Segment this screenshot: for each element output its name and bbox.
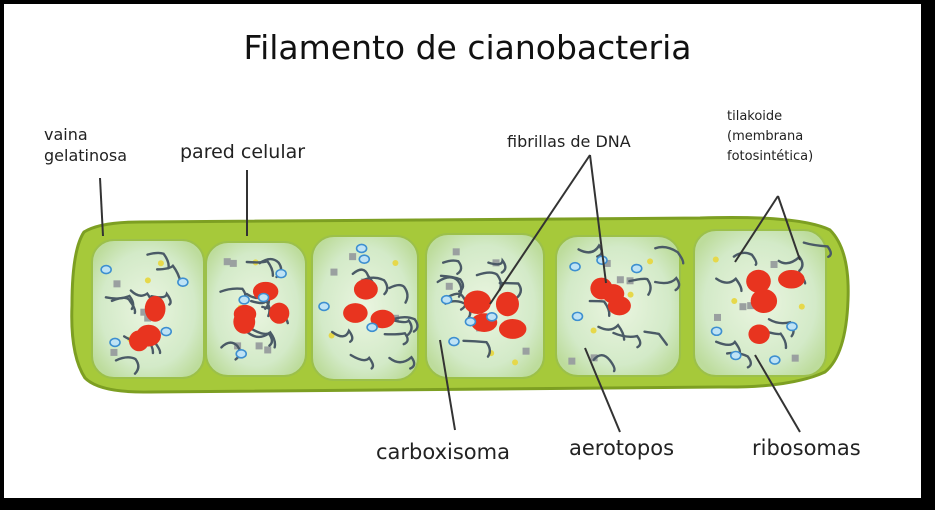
carboxysome [628, 292, 634, 298]
ribosome [349, 253, 356, 260]
aerotope [357, 244, 367, 252]
cell [206, 242, 306, 376]
ribosome [568, 358, 575, 365]
aerotope [572, 312, 582, 320]
aerotope [770, 356, 780, 364]
dna-granule [748, 325, 769, 344]
ribosome [230, 260, 237, 267]
aerotope [442, 296, 452, 304]
aerotope [101, 266, 111, 274]
ribosome [771, 261, 778, 268]
carboxysome [591, 327, 597, 333]
dna-granule [590, 278, 612, 300]
dna-granule [751, 289, 777, 313]
ribosome [523, 348, 530, 355]
ribosome [224, 258, 231, 265]
cell [694, 230, 831, 376]
ribosome [453, 248, 460, 255]
aerotope [731, 351, 741, 359]
aerotope [178, 278, 188, 286]
carboxysome [647, 258, 653, 264]
dna-granule [499, 319, 526, 339]
cell [312, 236, 418, 380]
label-vaina-gelatinosa: vaina gelatinosa [44, 124, 127, 166]
ribosome [110, 349, 117, 356]
aerotope [359, 255, 369, 263]
ribosome [264, 346, 271, 353]
aerotope [259, 293, 269, 301]
dna-granule [778, 270, 805, 289]
aerotope [787, 322, 797, 330]
ribosome [617, 276, 624, 283]
label-vaina-line2: gelatinosa [44, 145, 127, 166]
aerotope [487, 313, 497, 321]
ribosome [792, 355, 799, 362]
dna-granule [269, 303, 289, 324]
aerotope [632, 265, 642, 273]
label-tilakoide: tilakoide (membrana fotosintética) [727, 107, 813, 167]
aerotope [161, 328, 171, 336]
carboxysome [799, 304, 805, 310]
ribosome [113, 280, 120, 287]
aerotope [236, 350, 246, 358]
aerotope [239, 296, 249, 304]
carboxysome [731, 298, 737, 304]
dna-granule [136, 325, 161, 347]
aerotope [570, 263, 580, 271]
aerotope [449, 338, 459, 346]
dna-granule [496, 292, 519, 316]
label-tilakoide-line1: tilakoide [727, 107, 813, 127]
label-ribosomas: ribosomas [752, 436, 861, 460]
label-vaina-line1: vaina [44, 124, 127, 145]
dna-granule [145, 296, 166, 322]
label-aerotopos: aerotopos [569, 436, 674, 460]
ribosome [330, 269, 337, 276]
dna-granule [343, 303, 368, 323]
aerotope [367, 323, 377, 331]
aerotope [319, 302, 329, 310]
label-tilakoide-line2: (membrana [727, 127, 813, 147]
label-pared-celular: pared celular [180, 141, 305, 163]
carboxysome [145, 277, 151, 283]
carboxysome [158, 260, 164, 266]
cell [556, 236, 683, 376]
dna-granule [354, 279, 378, 299]
dna-granule [233, 310, 255, 334]
label-carboxisoma: carboxisoma [376, 440, 510, 464]
ribosome [446, 283, 453, 290]
aerotope [276, 270, 286, 278]
carboxysome [392, 260, 398, 266]
ribosome [739, 303, 746, 310]
dna-granule [464, 290, 491, 314]
aerotope [465, 318, 475, 326]
ribosome [714, 314, 721, 321]
aerotope [712, 327, 722, 335]
aerotope [110, 338, 120, 346]
carboxysome [713, 256, 719, 262]
label-tilakoide-line3: fotosintética) [727, 147, 813, 167]
cell [92, 240, 204, 378]
ribosome [256, 342, 263, 349]
carboxysome [512, 359, 518, 365]
label-fibrillas-dna: fibrillas de DNA [507, 131, 631, 152]
